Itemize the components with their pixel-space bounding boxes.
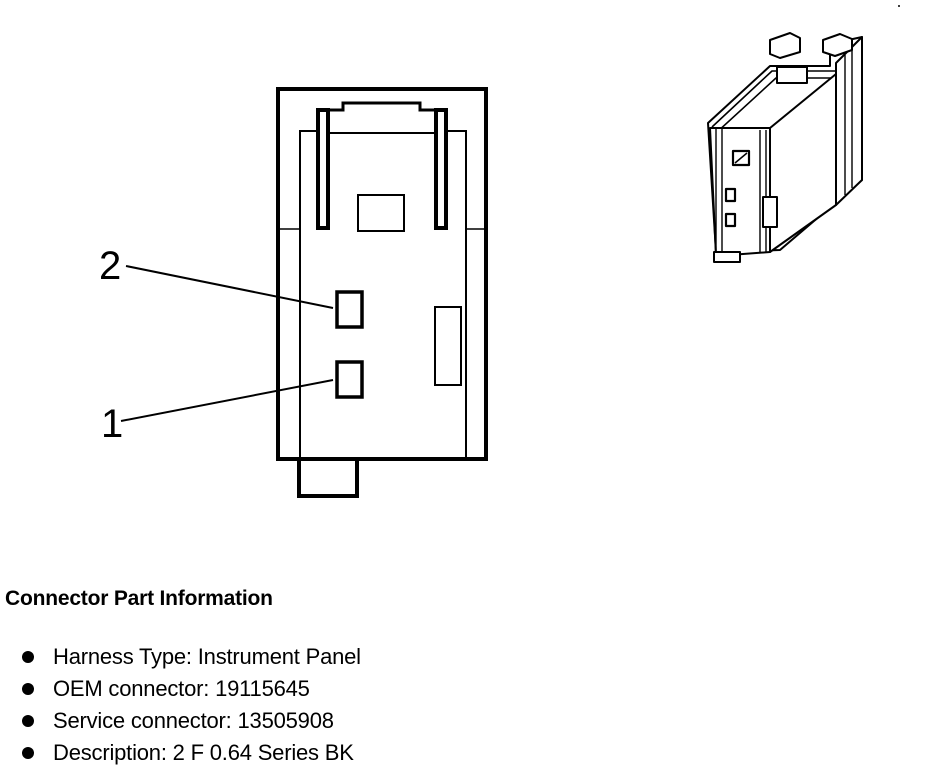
- list-item: Harness Type: Instrument Panel: [0, 641, 361, 673]
- iso-front-rails: [715, 128, 767, 252]
- harness-type-text: Harness Type: Instrument Panel: [53, 644, 361, 669]
- callout-leaders: [120, 265, 334, 422]
- iso-bottom-foot: [713, 251, 741, 263]
- terminal-cavity-2: [335, 290, 364, 329]
- connector-inner-outline: [299, 102, 467, 459]
- center-window: [357, 194, 405, 232]
- leader-line-1: [120, 379, 334, 422]
- connector-housing-outline: [276, 87, 488, 461]
- bullet-icon: [22, 683, 34, 695]
- connector-diagram: 2 1: [99, 5, 900, 498]
- iso-top-tab-right: [822, 33, 853, 57]
- service-connector-text: Service connector: 13505908: [53, 708, 334, 733]
- left-latch-post: [316, 108, 330, 230]
- connector-info-list: Harness Type: Instrument Panel OEM conne…: [0, 641, 361, 769]
- callout-label-pin-2: 2: [99, 244, 121, 288]
- list-item: Description: 2 F 0.64 Series BK: [0, 737, 361, 769]
- latch-top-block: [328, 101, 436, 112]
- callout-label-pin-1: 1: [101, 402, 123, 446]
- list-item: OEM connector: 19115645: [0, 673, 361, 705]
- iso-top-block: [776, 66, 808, 84]
- connector-face-view: [276, 87, 488, 498]
- list-item: Service connector: 13505908: [0, 705, 361, 737]
- bottom-tab: [297, 459, 359, 498]
- bullet-icon: [22, 715, 34, 727]
- iso-cavity-2: [724, 187, 737, 203]
- oem-connector-text: OEM connector: 19115645: [53, 676, 310, 701]
- description-text: Description: 2 F 0.64 Series BK: [53, 740, 354, 765]
- iso-right-panel: [835, 36, 863, 206]
- connector-isometric-view: [707, 32, 863, 263]
- corner-mark-top-right: [898, 5, 900, 7]
- right-latch-post: [434, 108, 448, 230]
- iso-front-face: [709, 127, 771, 257]
- terminal-cavity-1: [335, 360, 364, 399]
- bullet-icon: [22, 651, 34, 663]
- side-slot: [434, 306, 462, 386]
- iso-cavity-1: [724, 212, 737, 228]
- leader-line-2: [125, 265, 334, 309]
- iso-cavity-window-slash: [734, 152, 748, 164]
- connector-info-title: Connector Part Information: [5, 587, 273, 610]
- iso-top-tab-left: [769, 32, 801, 59]
- iso-side-slot: [762, 196, 778, 228]
- iso-right-panel-detail: [844, 48, 853, 195]
- bullet-icon: [22, 747, 34, 759]
